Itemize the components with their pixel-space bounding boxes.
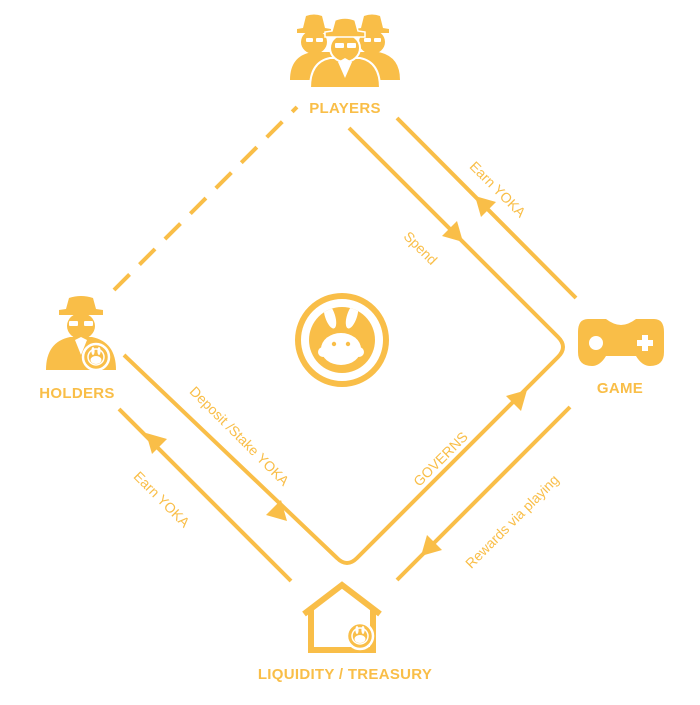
arrowhead-rewards [421, 535, 442, 556]
house-icon [302, 581, 382, 653]
arrowhead-spend [442, 221, 463, 242]
dashed-link-holders-players [112, 105, 299, 292]
node-label-players: PLAYERS [309, 100, 381, 117]
node-label-holders: HOLDERS [39, 385, 115, 402]
gamepad-icon [578, 319, 664, 366]
arrowhead-deposit [266, 500, 287, 521]
node-label-game: GAME [596, 380, 644, 397]
flow-line-players-game-treasury [122, 126, 565, 565]
arrowhead-earn-yoka-players [475, 196, 496, 217]
holder-agent-icon [46, 296, 116, 372]
yoka-rabbit-coin-icon [295, 293, 389, 387]
arrowhead-governs [506, 390, 527, 411]
players-group-icon [290, 14, 400, 89]
node-label-treasury: LIQUIDITY / TREASURY [257, 666, 433, 683]
arrowhead-earn-yoka-holders [146, 433, 167, 454]
